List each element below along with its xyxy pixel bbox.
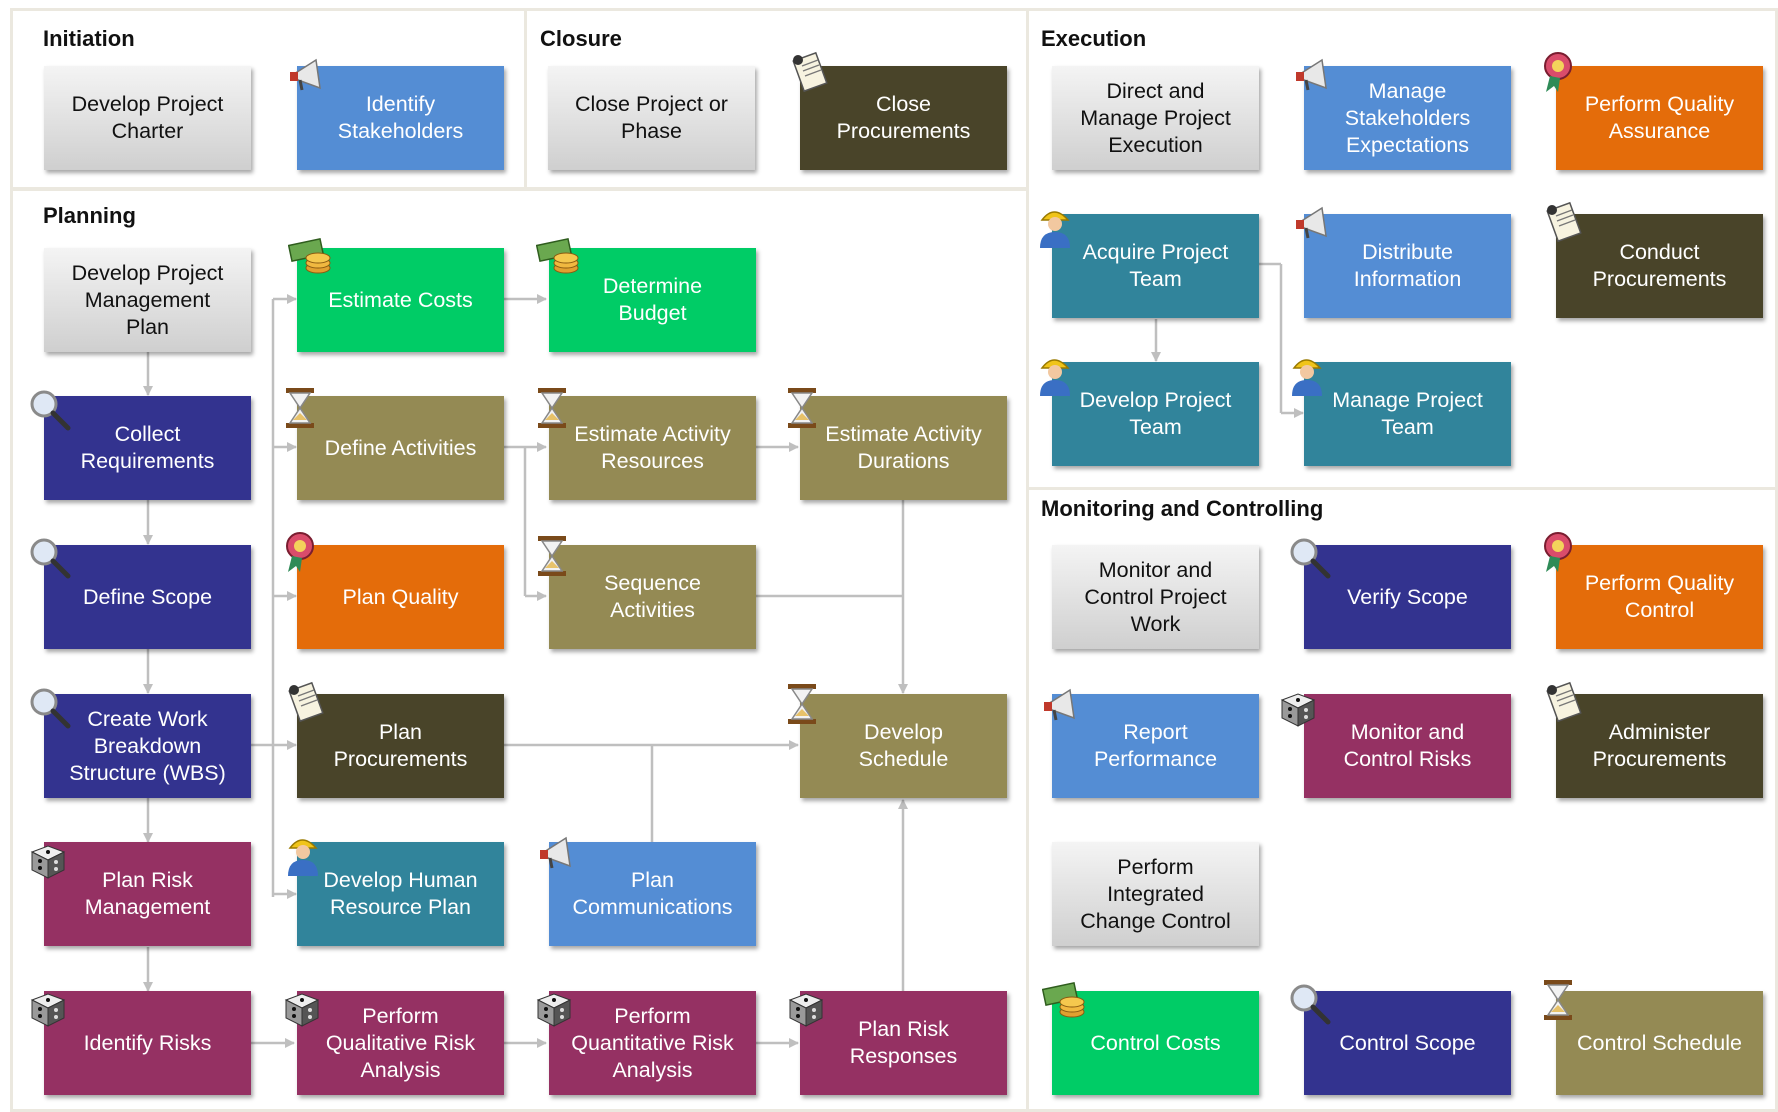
- sequence-activities-box[interactable]: Sequence Activities: [549, 545, 756, 649]
- magnifier-icon: [1288, 536, 1332, 580]
- scroll-icon: [788, 50, 832, 94]
- hourglass-icon: [278, 386, 322, 430]
- develop-human-resource-plan-box[interactable]: Develop Human Resource Plan: [297, 842, 504, 946]
- planning-title: Planning: [43, 203, 136, 228]
- perform-integrated-change-control-box[interactable]: Perform Integrated Change Control: [1052, 842, 1259, 946]
- estimate-costs-box[interactable]: Estimate Costs: [297, 248, 504, 352]
- manage-stakeholders-expectations-box[interactable]: Manage Stakeholders Expectations: [1304, 66, 1511, 170]
- collect-requirements-box[interactable]: Collect Requirements: [44, 396, 251, 500]
- megaphone-icon: [536, 830, 580, 874]
- dice-icon: [534, 984, 578, 1028]
- acquire-project-team-box[interactable]: Acquire Project Team: [1052, 214, 1259, 318]
- hourglass-icon: [1536, 978, 1580, 1022]
- identify-risks-box[interactable]: Identify Risks: [44, 991, 251, 1095]
- worker-icon: [1286, 352, 1330, 396]
- dice-icon: [28, 836, 72, 880]
- scroll-icon: [1542, 680, 1586, 724]
- create-wbs-box[interactable]: Create Work Breakdown Structure (WBS): [44, 694, 251, 798]
- determine-budget-box[interactable]: Determine Budget: [549, 248, 756, 352]
- direct-and-manage-project-execution-box[interactable]: Direct and Manage Project Execution: [1052, 66, 1259, 170]
- distribute-information-box[interactable]: Distribute Information: [1304, 214, 1511, 318]
- perform-quantitative-risk-analysis-box[interactable]: Perform Quantitative Risk Analysis: [549, 991, 756, 1095]
- administer-procurements-box[interactable]: Administer Procurements: [1556, 694, 1763, 798]
- scroll-icon: [1542, 200, 1586, 244]
- megaphone-icon: [286, 52, 330, 96]
- ribbon-icon: [1540, 50, 1584, 94]
- plan-quality-box[interactable]: Plan Quality: [297, 545, 504, 649]
- plan-risk-management-box[interactable]: Plan Risk Management: [44, 842, 251, 946]
- define-scope-box[interactable]: Define Scope: [44, 545, 251, 649]
- perform-quality-assurance-box[interactable]: Perform Quality Assurance: [1556, 66, 1763, 170]
- report-performance-box[interactable]: Report Performance: [1052, 694, 1259, 798]
- magnifier-icon: [28, 388, 72, 432]
- develop-project-charter-box[interactable]: Develop Project Charter: [44, 66, 251, 170]
- hourglass-icon: [530, 386, 574, 430]
- plan-procurements-box[interactable]: Plan Procurements: [297, 694, 504, 798]
- worker-icon: [1034, 352, 1078, 396]
- closure-title: Closure: [540, 26, 622, 51]
- monitor-and-control-risks-box[interactable]: Monitor and Control Risks: [1304, 694, 1511, 798]
- control-scope-box[interactable]: Control Scope: [1304, 991, 1511, 1095]
- estimate-activity-durations-box[interactable]: Estimate Activity Durations: [800, 396, 1007, 500]
- control-schedule-box[interactable]: Control Schedule: [1556, 991, 1763, 1095]
- plan-risk-responses-box[interactable]: Plan Risk Responses: [800, 991, 1007, 1095]
- dice-icon: [282, 984, 326, 1028]
- initiation-title: Initiation: [43, 26, 135, 51]
- megaphone-icon: [1040, 682, 1084, 726]
- hourglass-icon: [780, 386, 824, 430]
- dice-icon: [1278, 684, 1322, 728]
- megaphone-icon: [1292, 200, 1336, 244]
- money-icon: [1042, 980, 1086, 1024]
- estimate-activity-resources-box[interactable]: Estimate Activity Resources: [549, 396, 756, 500]
- worker-icon: [1034, 204, 1078, 248]
- conduct-procurements-box[interactable]: Conduct Procurements: [1556, 214, 1763, 318]
- magnifier-icon: [28, 686, 72, 730]
- monitor-and-control-project-work-box[interactable]: Monitor and Control Project Work: [1052, 545, 1259, 649]
- execution-title: Execution: [1041, 26, 1147, 51]
- develop-project-team-box[interactable]: Develop Project Team: [1052, 362, 1259, 466]
- close-project-or-phase-box[interactable]: Close Project or Phase: [548, 66, 755, 170]
- perform-qualitative-risk-analysis-box[interactable]: Perform Qualitative Risk Analysis: [297, 991, 504, 1095]
- close-procurements-box[interactable]: Close Procurements: [800, 66, 1007, 170]
- hourglass-icon: [780, 682, 824, 726]
- manage-project-team-box[interactable]: Manage Project Team: [1304, 362, 1511, 466]
- money-icon: [536, 236, 580, 280]
- ribbon-icon: [282, 530, 326, 574]
- magnifier-icon: [1288, 982, 1332, 1026]
- magnifier-icon: [28, 536, 72, 580]
- control-costs-box[interactable]: Control Costs: [1052, 991, 1259, 1095]
- verify-scope-box[interactable]: Verify Scope: [1304, 545, 1511, 649]
- develop-schedule-box[interactable]: Develop Schedule: [800, 694, 1007, 798]
- dice-icon: [786, 984, 830, 1028]
- money-icon: [288, 236, 332, 280]
- scroll-icon: [284, 680, 328, 724]
- perform-quality-control-box[interactable]: Perform Quality Control: [1556, 545, 1763, 649]
- worker-icon: [282, 832, 326, 876]
- plan-communications-box[interactable]: Plan Communications: [549, 842, 756, 946]
- hourglass-icon: [530, 534, 574, 578]
- identify-stakeholders-box[interactable]: Identify Stakeholders: [297, 66, 504, 170]
- megaphone-icon: [1292, 52, 1336, 96]
- ribbon-icon: [1540, 530, 1584, 574]
- develop-project-management-plan-box[interactable]: Develop Project Management Plan: [44, 248, 251, 352]
- dice-icon: [28, 984, 72, 1028]
- define-activities-box[interactable]: Define Activities: [297, 396, 504, 500]
- monitoring-title: Monitoring and Controlling: [1041, 496, 1324, 521]
